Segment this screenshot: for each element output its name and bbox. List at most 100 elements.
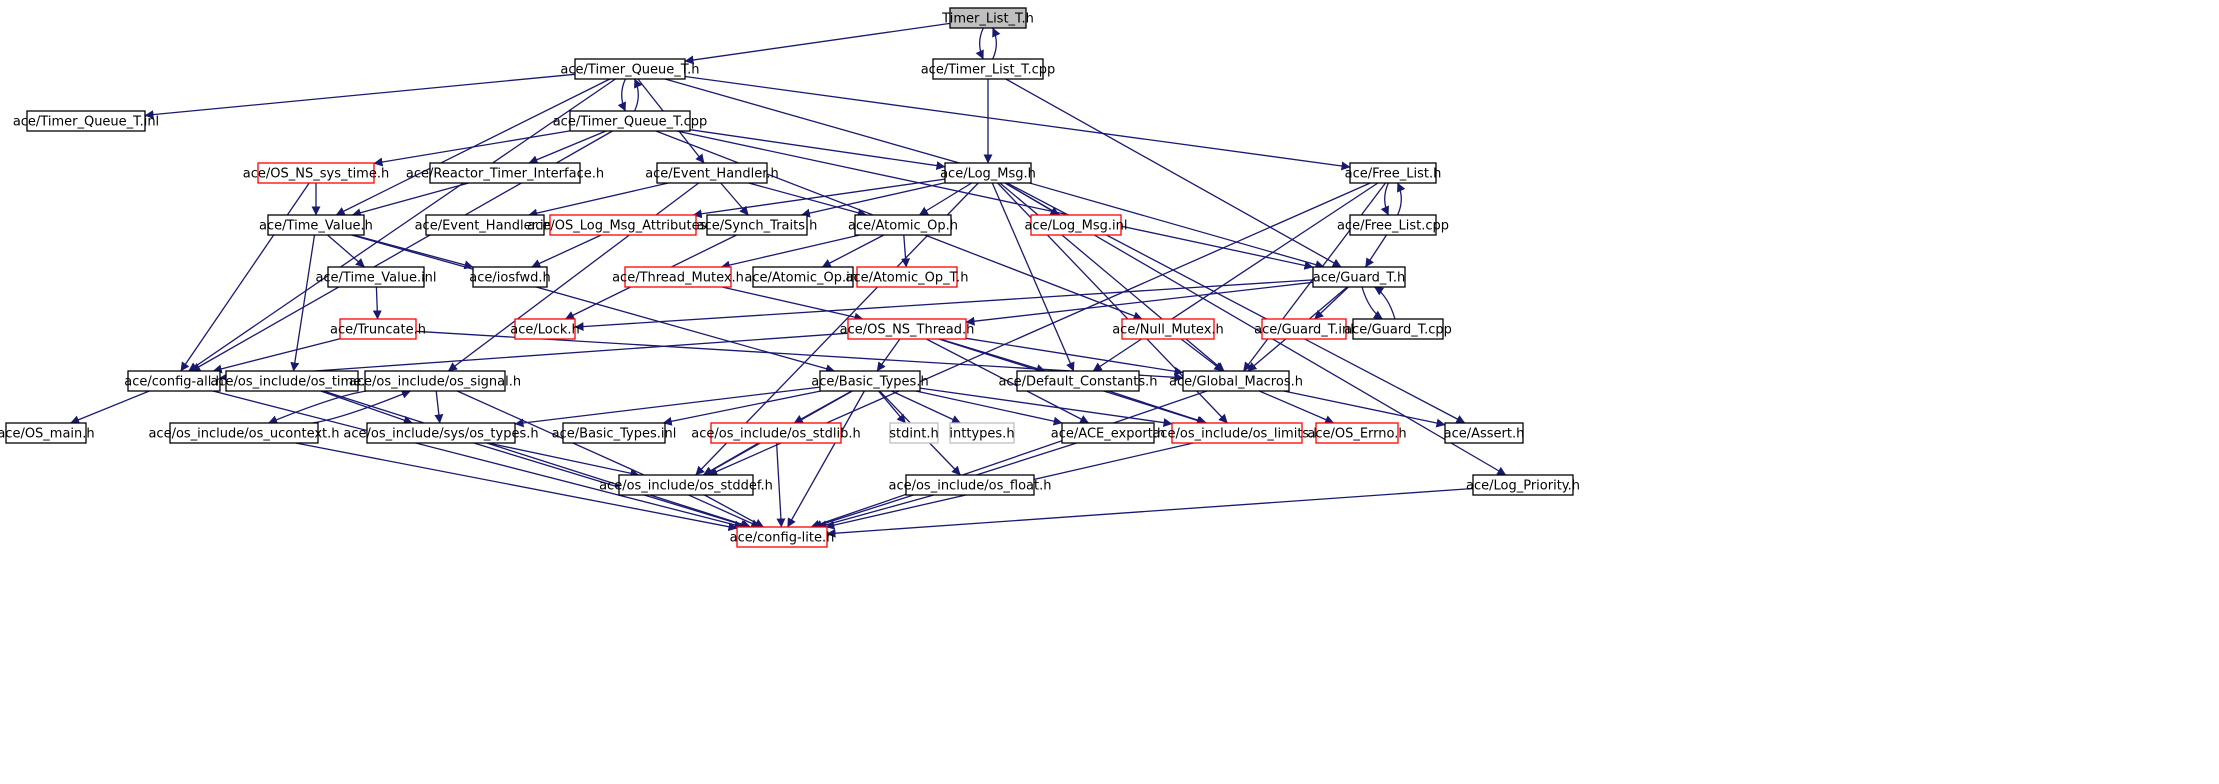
- node-truncate_h[interactable]: ace/Truncate.h: [330, 318, 426, 340]
- node-box: [1030, 214, 1122, 236]
- node-guard_t_cpp[interactable]: ace/Guard_T.cpp: [1344, 318, 1452, 340]
- node-guard_t_h[interactable]: ace/Guard_T.h: [1312, 266, 1406, 288]
- edge-line: [268, 390, 367, 424]
- node-ace_export_h[interactable]: ace/ACE_export.h: [1051, 422, 1165, 444]
- node-os_include_os_limits_h[interactable]: ace/os_include/os_limits.h: [1152, 422, 1322, 444]
- node-time_value_h[interactable]: ace/Time_Value.h: [259, 214, 373, 236]
- node-box: [1061, 422, 1155, 444]
- node-lock_h[interactable]: ace/Lock.h: [510, 318, 580, 340]
- edge-line: [704, 494, 764, 528]
- edge-line: [1314, 286, 1349, 320]
- node-log_priority_h[interactable]: ace/Log_Priority.h: [1466, 474, 1580, 496]
- edge-os_include_os_stdlib_h-to-os_include_os_stddef_h: [702, 442, 760, 476]
- node-os_ns_sys_time_h[interactable]: ace/OS_NS_sys_time.h: [243, 162, 389, 184]
- node-timer_queue_t_inl[interactable]: ace/Timer_Queue_T.inl: [13, 110, 159, 132]
- node-reactor_timer_interface_h[interactable]: ace/Reactor_Timer_Interface.h: [406, 162, 604, 184]
- node-os_include_os_time_h[interactable]: ace/os_include/os_time.h: [210, 370, 374, 392]
- edge-os_ns_thread_h-to-global_macros_h: [965, 337, 1184, 376]
- node-config_all_h[interactable]: ace/config-all.h: [124, 370, 224, 392]
- edge-line: [1005, 78, 1342, 268]
- node-time_value_inl[interactable]: ace/Time_Value.inl: [315, 266, 437, 288]
- node-stdint_h[interactable]: stdint.h: [889, 422, 939, 444]
- edge-basic_types_h-to-config_lite_h: [787, 390, 865, 528]
- edge-os_ns_sys_time_h-to-config_all_h: [180, 182, 310, 372]
- node-box: [949, 422, 1015, 444]
- node-log_msg_inl[interactable]: ace/Log_Msg.inl: [1024, 214, 1128, 236]
- edge-timer_queue_t_h-to-timer_queue_t_cpp: [617, 78, 626, 112]
- node-box: [1349, 214, 1437, 236]
- node-timer_queue_t_cpp[interactable]: ace/Timer_Queue_T.cpp: [553, 110, 708, 132]
- edge-config_all_h-to-os_main_h: [70, 390, 150, 424]
- edge-line: [787, 390, 865, 528]
- edge-line: [684, 75, 1351, 171]
- edge-line: [473, 442, 750, 529]
- node-timer_list_t_cpp[interactable]: ace/Timer_List_T.cpp: [921, 58, 1056, 80]
- node-basic_types_h[interactable]: ace/Basic_Types.h: [811, 370, 929, 392]
- node-inttypes_h[interactable]: inttypes.h: [949, 422, 1015, 444]
- node-label: ace/config-lite.h: [730, 531, 835, 546]
- node-atomic_op_inl[interactable]: ace/Atomic_Op.inl: [744, 266, 862, 288]
- edge-line: [212, 390, 744, 530]
- edge-line: [965, 337, 1184, 376]
- node-atomic_op_t_h[interactable]: ace/Atomic_Op_T.h: [846, 266, 969, 288]
- edge-os_include_os_float_h-to-config_lite_h: [817, 494, 934, 530]
- node-box: [267, 214, 365, 236]
- edge-free_list_cpp-to-free_list_h: [1397, 182, 1406, 216]
- edge-line: [817, 494, 934, 530]
- node-label: ace/os_include/os_limits.h: [1152, 427, 1321, 442]
- node-free_list_cpp[interactable]: ace/Free_List.cpp: [1337, 214, 1449, 236]
- node-log_msg_h[interactable]: ace/Log_Msg.h: [940, 162, 1036, 184]
- edge-line: [574, 279, 1314, 332]
- edge-os_include_os_signal_h-to-os_include_os_ucontext_h: [268, 390, 367, 424]
- edge-os_ns_thread_h-to-config_all_h: [219, 332, 849, 382]
- node-os_main_h[interactable]: ace/OS_main.h: [0, 422, 95, 444]
- node-os_include_sys_os_types_h[interactable]: ace/os_include/sys/os_types.h: [343, 422, 539, 444]
- node-os_include_os_float_h[interactable]: ace/os_include/os_float.h: [888, 474, 1052, 496]
- node-label: ace/OS_NS_Thread.h: [840, 323, 975, 338]
- node-global_macros_h[interactable]: ace/Global_Macros.h: [1169, 370, 1303, 392]
- edge-line: [810, 390, 1208, 529]
- node-default_constants_h[interactable]: ace/Default_Constants.h: [998, 370, 1158, 392]
- node-os_ns_thread_h[interactable]: ace/OS_NS_Thread.h: [840, 318, 975, 340]
- node-os_log_msg_attributes_h[interactable]: ace/OS_Log_Msg_Attributes.h: [527, 214, 719, 236]
- node-label: stdint.h: [889, 427, 938, 442]
- node-label: ace/Free_List.cpp: [1337, 219, 1449, 234]
- node-free_list_h[interactable]: ace/Free_List.h: [1345, 162, 1442, 184]
- node-atomic_op_h[interactable]: ace/Atomic_Op.h: [848, 214, 958, 236]
- node-assert_h[interactable]: ace/Assert.h: [1444, 422, 1525, 444]
- edge-line: [992, 27, 1001, 60]
- edge-os_include_os_stddef_h-to-config_lite_h: [704, 494, 764, 528]
- node-config_lite_h[interactable]: ace/config-lite.h: [730, 526, 835, 548]
- node-os_include_os_stddef_h[interactable]: ace/os_include/os_stddef.h: [599, 474, 773, 496]
- node-timer_queue_t_h[interactable]: ace/Timer_Queue_T.h: [560, 58, 700, 80]
- edge-line: [1180, 338, 1224, 372]
- edge-line: [290, 234, 316, 372]
- edge-guard_t_h-to-lock_h: [574, 279, 1314, 332]
- node-os_errno_h[interactable]: ace/OS_Errno.h: [1307, 422, 1407, 444]
- node-label: ace/Global_Macros.h: [1169, 375, 1303, 390]
- node-basic_types_inl[interactable]: ace/Basic_Types.inl: [552, 422, 677, 444]
- node-synch_traits_h[interactable]: ace/Synch_Traits.h: [697, 214, 818, 236]
- node-os_include_os_ucontext_h[interactable]: ace/os_include/os_ucontext.h: [148, 422, 340, 444]
- node-box: [706, 214, 808, 236]
- edge-line: [373, 130, 571, 167]
- node-box: [425, 214, 545, 236]
- node-event_handler_inl[interactable]: ace/Event_Handler.inl: [415, 214, 556, 236]
- edge-line: [323, 390, 752, 529]
- node-thread_mutex_h[interactable]: ace/Thread_Mutex.h: [612, 266, 744, 288]
- node-label: ace/Reactor_Timer_Interface.h: [406, 167, 604, 182]
- node-os_include_os_signal_h[interactable]: ace/os_include/os_signal.h: [349, 370, 521, 392]
- node-iosfwd_h[interactable]: ace/iosfwd.h: [469, 266, 551, 288]
- edge-free_list_h-to-default_constants_h: [1092, 182, 1379, 372]
- edge-reactor_timer_interface_h-to-time_value_h: [351, 182, 469, 218]
- node-event_handler_h[interactable]: ace/Event_Handler.h: [645, 162, 779, 184]
- node-guard_t_inl[interactable]: ace/Guard_T.inl: [1254, 318, 1354, 340]
- edge-atomic_op_h-to-atomic_op_inl: [821, 234, 885, 268]
- node-box: [127, 370, 221, 392]
- node-null_mutex_h[interactable]: ace/Null_Mutex.h: [1112, 318, 1224, 340]
- node-os_include_os_stdlib_h[interactable]: ace/os_include/os_stdlib.h: [691, 422, 861, 444]
- node-box: [364, 370, 506, 392]
- edge-line: [617, 78, 626, 112]
- node-label: ace/Event_Handler.inl: [415, 219, 556, 234]
- edge-time_value_inl-to-truncate_h: [372, 286, 382, 320]
